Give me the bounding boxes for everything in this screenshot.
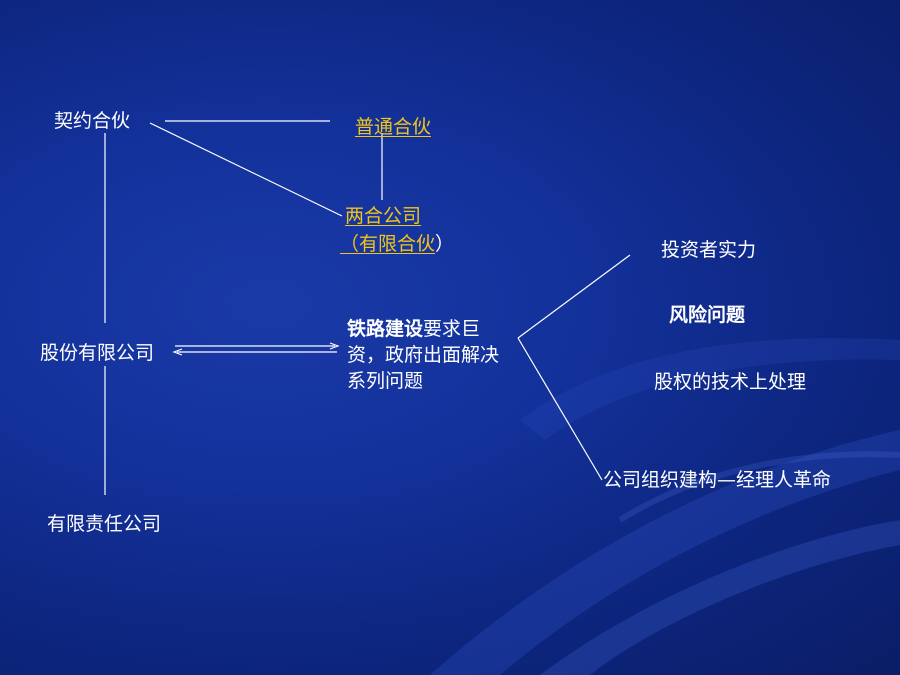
line-railway-to-structure [517,337,603,481]
limited-partnership-text: （有限合伙 [340,233,436,255]
node-general-partnership: 普通合伙 [355,116,432,138]
node-two-combined-company: 两合公司 [345,205,422,227]
arrowhead-right [329,342,340,350]
node-risk-issue: 风险问题 [669,304,746,326]
railway-rest-text: 要求巨资，政府出面解决系列问题 [347,318,500,392]
node-joint-stock-company: 股份有限公司 [40,342,155,364]
node-equity-technical: 股权的技术上处理 [654,371,807,393]
line-railway-to-investor [517,254,631,339]
limited-partnership-close-paren: ） [435,233,455,255]
arrowhead-left [172,348,183,356]
node-limited-liability-company: 有限责任公司 [47,513,162,535]
line-contract-to-combined [149,122,343,217]
railway-bold-text: 铁路建设 [347,318,424,340]
node-contract-partnership: 契约合伙 [54,110,131,132]
node-company-structure: 公司组织建构—经理人革命 [603,469,832,491]
node-railway-construction: 铁路建设要求巨资，政府出面解决系列问题 [347,316,512,394]
node-limited-partnership-line: （有限合伙） [340,232,454,256]
node-investor-strength: 投资者实力 [661,239,757,261]
